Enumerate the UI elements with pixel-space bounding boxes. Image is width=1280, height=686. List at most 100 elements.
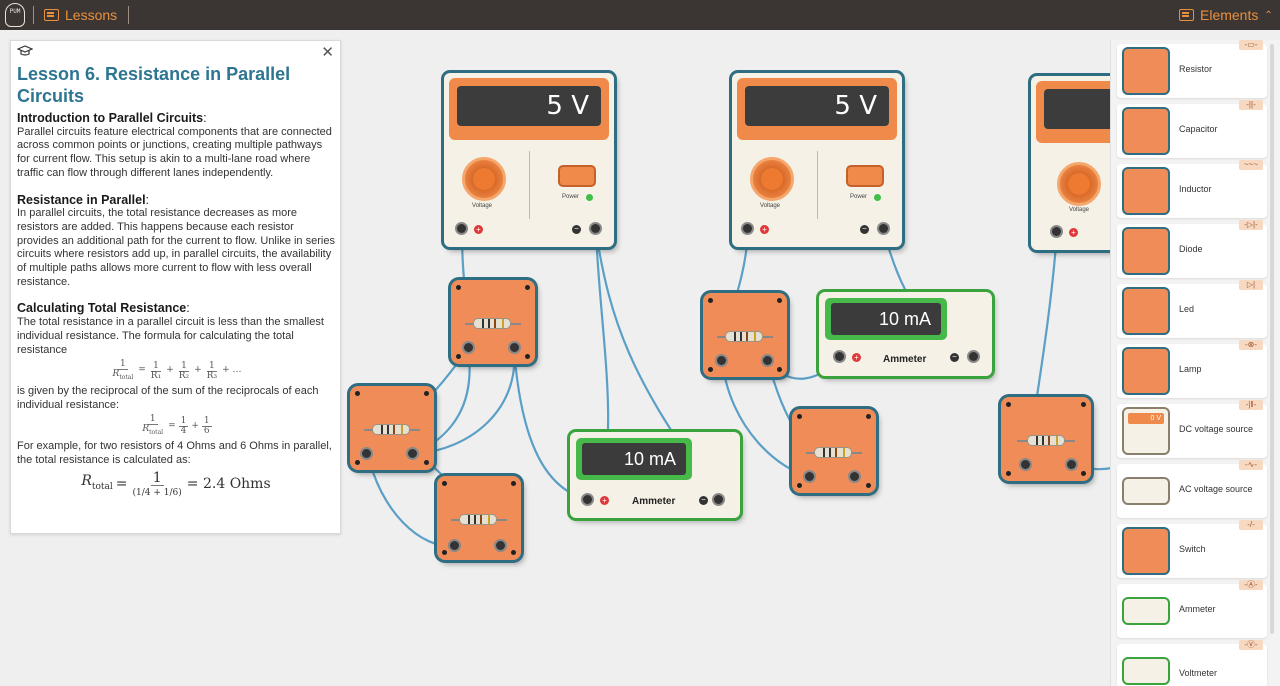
element-led[interactable]: Led ▷| xyxy=(1117,280,1267,338)
close-icon[interactable]: ✕ xyxy=(321,44,334,61)
lessons-label: Lessons xyxy=(65,7,118,23)
divider xyxy=(529,151,530,219)
power-supply[interactable]: 5 V Voltage Power + − xyxy=(444,73,614,247)
power-label: Power xyxy=(850,194,868,200)
dc-source-icon: 0 V xyxy=(1124,409,1168,453)
power-switch[interactable] xyxy=(846,165,884,187)
diode-symbol-icon: -▷|- xyxy=(1239,220,1263,230)
element-name: Voltmeter xyxy=(1179,668,1218,678)
positive-terminal[interactable] xyxy=(589,222,602,235)
app-logo[interactable]: PUM xyxy=(5,3,25,27)
ammeter-display-frame: 10 mA xyxy=(825,298,947,340)
negative-terminal[interactable] xyxy=(455,222,468,235)
screw xyxy=(525,354,530,359)
ammeter[interactable]: 10 mA + Ammeter − xyxy=(819,292,992,376)
negative-terminal[interactable] xyxy=(741,222,754,235)
terminal[interactable] xyxy=(406,447,419,460)
minus-icon: − xyxy=(950,353,959,362)
screw xyxy=(797,483,802,488)
voltage-knob[interactable] xyxy=(462,157,506,201)
screw xyxy=(456,285,461,290)
terminal[interactable] xyxy=(833,350,846,363)
voltage-display: 5 V xyxy=(745,86,889,126)
lamp-icon xyxy=(1124,349,1168,393)
ac-source-symbol-icon: -∿- xyxy=(1239,460,1263,470)
inductor-symbol-icon: ~~~ xyxy=(1239,160,1263,170)
section-heading: Introduction to Parallel Circuits: xyxy=(17,111,207,125)
screw xyxy=(1006,471,1011,476)
capacitor-icon xyxy=(1124,109,1168,153)
terminal[interactable] xyxy=(761,354,774,367)
elements-scrollbar[interactable] xyxy=(1270,44,1274,634)
plus-icon: + xyxy=(760,225,769,234)
screw xyxy=(424,391,429,396)
terminal[interactable] xyxy=(1065,458,1078,471)
terminal[interactable] xyxy=(967,350,980,363)
ammeter-label: Ammeter xyxy=(883,354,927,365)
element-name: Led xyxy=(1179,304,1195,314)
element-name: Switch xyxy=(1179,544,1206,554)
power-supply[interactable]: Voltage + xyxy=(1031,76,1151,250)
ammeter-label: Ammeter xyxy=(632,496,676,507)
ammeter[interactable]: 10 mA + Ammeter − xyxy=(570,432,740,518)
elements-panel: Resistor -▭- Capacitor -||- Inductor ~~~… xyxy=(1110,40,1280,686)
element-switch[interactable]: Switch -/- xyxy=(1117,520,1267,578)
positive-terminal[interactable] xyxy=(877,222,890,235)
resistor-component[interactable] xyxy=(703,293,787,377)
elements-button[interactable]: Elements ⌃ xyxy=(1179,6,1273,24)
terminal[interactable] xyxy=(462,341,475,354)
element-resistor[interactable]: Resistor -▭- xyxy=(1117,40,1267,98)
circuit-canvas[interactable]: 5 V Voltage Power + − 5 V Voltage Power … xyxy=(0,30,1280,686)
terminal[interactable] xyxy=(1019,458,1032,471)
terminal[interactable] xyxy=(448,539,461,552)
terminal[interactable] xyxy=(494,539,507,552)
screw xyxy=(456,354,461,359)
terminal[interactable] xyxy=(848,470,861,483)
resistor-body xyxy=(1027,435,1065,446)
element-name: Diode xyxy=(1179,244,1203,254)
element-ammeter[interactable]: Ammeter -Ⓐ- xyxy=(1117,580,1267,638)
element-dc-voltage-source[interactable]: 0 V DC voltage source -|‖- xyxy=(1117,400,1267,458)
separator xyxy=(33,6,34,24)
inductor-icon xyxy=(1124,169,1168,213)
knob-label: Voltage xyxy=(472,203,493,209)
resistor-component[interactable] xyxy=(451,280,535,364)
chevron-up-icon: ⌃ xyxy=(1264,9,1273,21)
voltage-knob[interactable] xyxy=(750,157,794,201)
section-heading: Resistance in Parallel: xyxy=(17,192,150,207)
terminal[interactable] xyxy=(508,341,521,354)
graduation-cap-icon xyxy=(17,45,33,56)
element-capacitor[interactable]: Capacitor -||- xyxy=(1117,100,1267,158)
minus-icon: − xyxy=(572,225,581,234)
section-text: In parallel circuits, the total resistan… xyxy=(17,207,335,288)
element-lamp[interactable]: Lamp -⊗- xyxy=(1117,340,1267,398)
terminal[interactable] xyxy=(715,354,728,367)
screw xyxy=(1081,402,1086,407)
resistor-body xyxy=(459,514,497,525)
power-switch[interactable] xyxy=(558,165,596,187)
element-ac-voltage-source[interactable]: AC voltage source -∿- xyxy=(1117,460,1267,518)
negative-terminal[interactable] xyxy=(1050,225,1063,238)
resistor-body xyxy=(473,318,511,329)
screw xyxy=(511,550,516,555)
terminal[interactable] xyxy=(581,493,594,506)
resistor-component[interactable] xyxy=(350,386,434,470)
resistor-component[interactable] xyxy=(792,409,876,493)
resistor-component[interactable] xyxy=(1001,397,1091,481)
ac-source-icon xyxy=(1124,479,1168,503)
terminal[interactable] xyxy=(360,447,373,460)
screw xyxy=(708,298,713,303)
power-supply[interactable]: 5 V Voltage Power + − xyxy=(732,73,902,247)
element-diode[interactable]: Diode -▷|- xyxy=(1117,220,1267,278)
element-inductor[interactable]: Inductor ~~~ xyxy=(1117,160,1267,218)
terminal[interactable] xyxy=(803,470,816,483)
resistor-component[interactable] xyxy=(437,476,521,560)
terminal[interactable] xyxy=(712,493,725,506)
power-led xyxy=(586,194,593,201)
lessons-button[interactable]: Lessons xyxy=(44,6,117,24)
element-voltmeter[interactable]: Voltmeter -Ⓥ- xyxy=(1117,640,1267,686)
knob-label: Voltage xyxy=(1069,207,1090,213)
element-name: Lamp xyxy=(1179,364,1202,374)
diode-icon xyxy=(1124,229,1168,273)
voltage-knob[interactable] xyxy=(1057,162,1101,206)
